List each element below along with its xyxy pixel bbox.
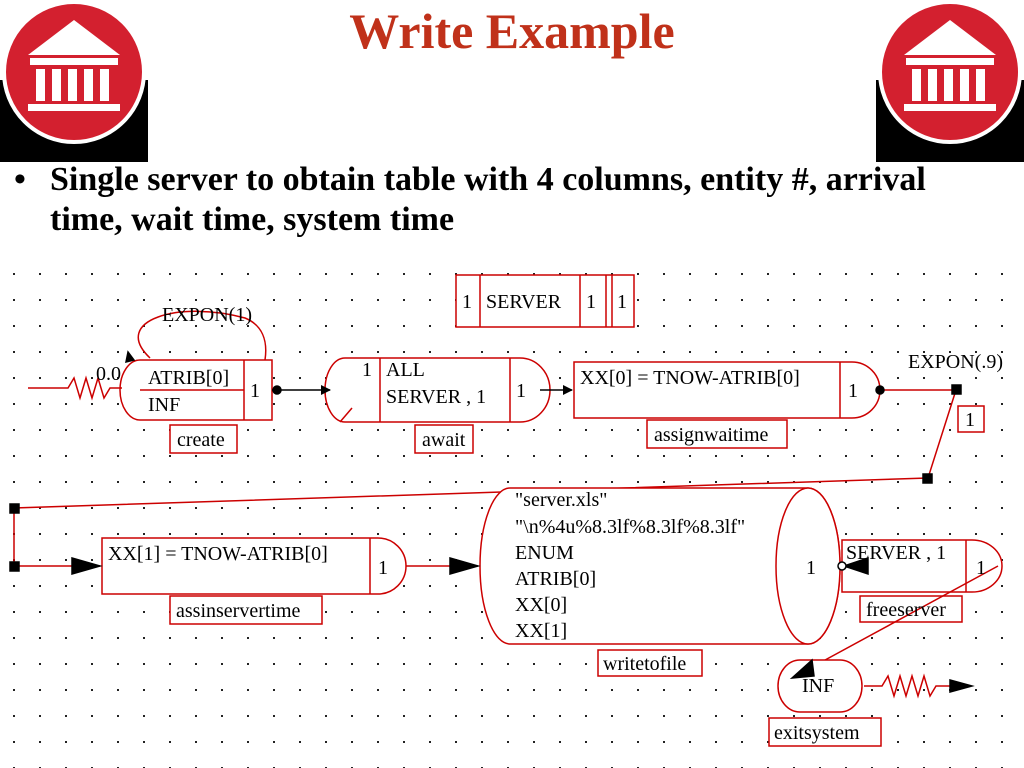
free-node[interactable] — [841, 539, 1003, 593]
await-line1: ALL — [386, 359, 425, 381]
write-line: XX[0] — [515, 594, 567, 616]
arrow-write — [449, 557, 481, 575]
terminate-label-box — [768, 717, 882, 747]
assign-server-expr: XX[1] = TNOW-ATRIB[0] — [108, 543, 328, 565]
activity-node-left — [9, 503, 20, 514]
create-mark: ATRIB[0] — [148, 367, 229, 389]
free-text: SERVER , 1 — [846, 542, 946, 564]
activity-node-end — [9, 561, 20, 572]
assign-server-label-box — [169, 595, 323, 625]
activity-number: 1 — [965, 409, 975, 431]
activity-duration: EXPON(.9) — [908, 351, 1003, 373]
assign-wait-label: assignwaitime — [654, 424, 769, 446]
write-line: ENUM — [515, 542, 574, 564]
assign-server-branch: 1 — [378, 557, 388, 579]
create-first-time: 0.0 — [96, 363, 121, 385]
activity-number-box — [957, 405, 985, 433]
resource-block[interactable] — [455, 274, 635, 328]
await-label: await — [422, 429, 466, 451]
await-line2: SERVER , 1 — [386, 386, 486, 408]
await-file: 1 — [362, 359, 372, 381]
arrival-zigzag — [28, 375, 122, 401]
activity-node-start — [951, 384, 962, 395]
exit-zigzag — [864, 673, 950, 699]
resource-extra: 1 — [617, 291, 627, 313]
arrow-terminate — [789, 658, 815, 679]
create-branch: 1 — [250, 380, 260, 402]
arrow-free — [841, 556, 869, 576]
create-interval: EXPON(1) — [162, 304, 252, 326]
resource-name: SERVER — [486, 291, 562, 313]
free-branch: 1 — [976, 557, 986, 579]
bank-building-icon — [876, 0, 1024, 162]
write-line: "\n%4u%8.3lf%8.3lf%8.3lf" — [515, 516, 745, 538]
terminate-text: INF — [802, 675, 834, 697]
write-label: writetofile — [603, 653, 686, 675]
await-label-box — [414, 424, 474, 454]
bullet-dot: • — [14, 161, 26, 198]
resource-capacity: 1 — [462, 291, 472, 313]
assign-wait-expr: XX[0] = TNOW-ATRIB[0] — [580, 367, 800, 389]
await-node[interactable] — [324, 357, 551, 423]
activity-node-bend — [922, 473, 933, 484]
await-branch: 1 — [516, 380, 526, 402]
arrow-exit — [949, 679, 975, 693]
create-label: create — [177, 429, 225, 451]
write-line: XX[1] — [515, 620, 567, 642]
slide-title: Write Example — [349, 3, 675, 59]
bank-building-icon — [0, 0, 148, 162]
write-branch: 1 — [806, 557, 816, 579]
resource-units: 1 — [586, 291, 596, 313]
assign-server-node[interactable] — [101, 537, 407, 595]
create-node[interactable] — [119, 310, 273, 421]
write-label-box — [597, 649, 703, 677]
loop-arrow — [125, 350, 136, 364]
assign-wait-branch: 1 — [848, 380, 858, 402]
assign-branch-dot — [875, 385, 885, 395]
assign-wait-label-box — [646, 419, 788, 449]
write-branch-dot — [837, 561, 847, 571]
free-label-box — [859, 595, 963, 623]
arrow-assign-server — [71, 557, 103, 575]
write-node[interactable] — [479, 487, 841, 645]
bullet-text: Single server to obtain table with 4 col… — [50, 161, 926, 238]
terminate-label: exitsystem — [774, 722, 860, 744]
create-label-box — [169, 424, 238, 454]
write-line: "server.xls" — [515, 489, 607, 511]
write-line: ATRIB[0] — [515, 568, 596, 590]
create-max: INF — [148, 394, 180, 416]
assign-server-label: assinservertime — [176, 600, 301, 622]
free-label: freeserver — [866, 599, 946, 621]
create-branch-dot — [272, 385, 282, 395]
